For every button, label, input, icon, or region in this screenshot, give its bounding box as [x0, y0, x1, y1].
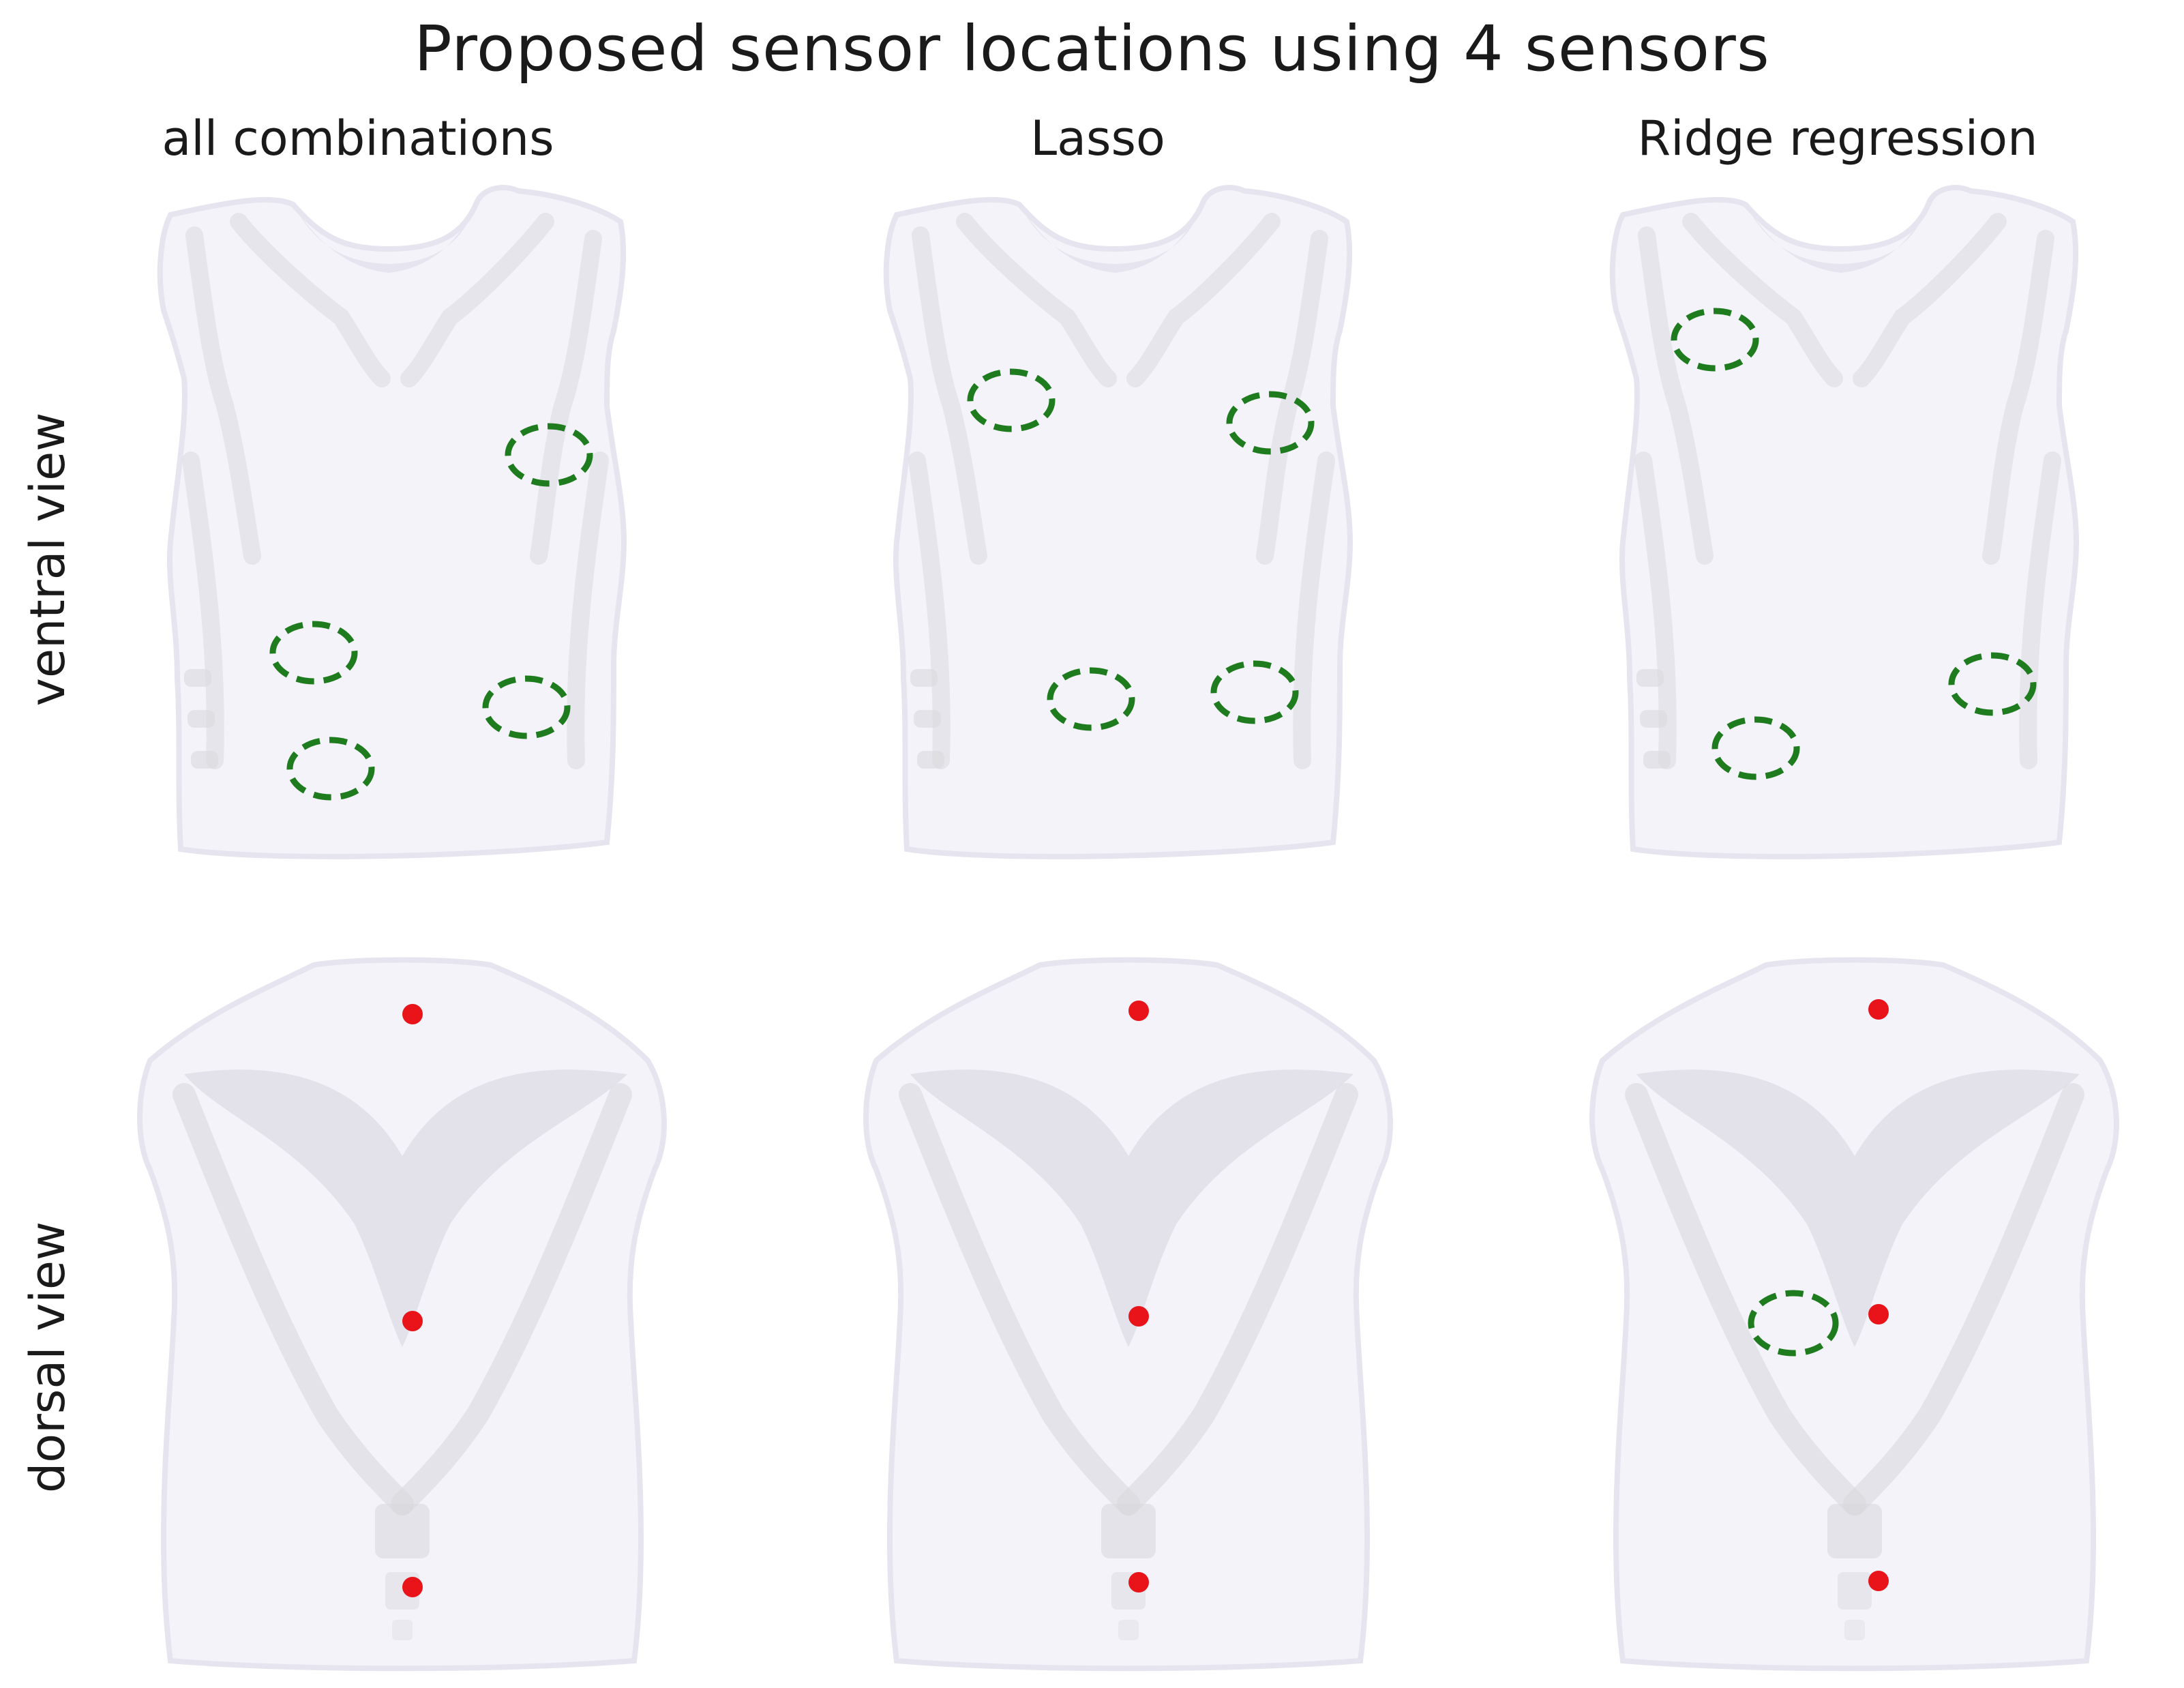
shirt-seam	[956, 213, 1117, 387]
shirt-seam	[567, 451, 609, 769]
dorsal-panel-all-combinations	[68, 938, 723, 1681]
ventral-shirt-ridge-regression	[1609, 185, 2080, 859]
shirt-mesh-panel	[910, 1069, 1353, 1347]
fixed-sensor-dot	[1128, 1001, 1149, 1021]
fixed-sensor-dot	[1868, 1304, 1889, 1324]
fixed-sensor-dot	[402, 1311, 423, 1331]
shirt-seam	[1625, 1083, 1866, 1515]
fixed-sensor-dot	[1128, 1572, 1149, 1593]
shirt-rib-panel	[188, 710, 215, 728]
shirt-rib-panel	[910, 669, 938, 687]
dorsal-panel-ridge-regression	[1521, 938, 2175, 1681]
shirt-spine-panel	[1101, 1504, 1156, 1558]
fixed-sensor-dot	[1868, 999, 1889, 1020]
shirt-body	[883, 185, 1353, 859]
proposed-sensor-marker	[1047, 667, 1135, 731]
shirt-seam	[1256, 230, 1328, 565]
shirt-seam	[908, 451, 951, 769]
shirt-seam	[400, 213, 554, 387]
proposed-sensor-marker	[286, 737, 375, 801]
proposed-sensor-marker	[269, 621, 358, 685]
proposed-sensor-marker	[505, 423, 593, 487]
ventral-shirt-all-combinations	[157, 185, 627, 859]
shirt-spine-panel	[1118, 1620, 1139, 1640]
dorsal-shirt-lasso	[863, 957, 1393, 1672]
fixed-sensor-dot	[1128, 1306, 1149, 1327]
ventral-panel-ridge-regression	[1521, 174, 2175, 897]
fixed-sensor-dot	[402, 1577, 423, 1597]
dorsal-shirt-all-combinations	[137, 957, 667, 1672]
proposed-sensor-marker	[967, 368, 1056, 432]
proposed-sensor-marker	[1948, 652, 2037, 716]
shirt-seam	[1853, 213, 2007, 387]
proposed-sensor-marker	[1671, 308, 1759, 372]
shirt-mesh-panel	[184, 1069, 627, 1347]
ventral-panel-lasso	[794, 174, 1449, 897]
shirt-rib-panel	[914, 710, 941, 728]
shirt-seam	[899, 1083, 1140, 1515]
shirt-body	[863, 957, 1393, 1672]
shirt-seam	[2019, 451, 2061, 769]
shirt-rib-panel	[1640, 710, 1667, 728]
shirt-body	[137, 957, 667, 1672]
shirt-seam	[1634, 451, 1677, 769]
shirt-spine-panel	[1844, 1620, 1865, 1640]
figure-title: Proposed sensor locations using 4 sensor…	[414, 12, 1770, 85]
shirt-seam	[1293, 451, 1335, 769]
shirt-seam	[1982, 230, 2054, 565]
shirt-seam	[182, 451, 224, 769]
dorsal-shirt-ridge-regression	[1589, 957, 2119, 1672]
column-label-ridge-regression: Ridge regression	[1637, 110, 2038, 166]
proposed-sensor-marker	[1226, 391, 1315, 455]
shirt-seam	[1126, 213, 1281, 387]
shirt-seam	[185, 226, 261, 565]
shirt-body	[157, 185, 627, 859]
dorsal-panel-lasso	[794, 938, 1449, 1681]
ventral-panel-all-combinations	[68, 174, 723, 897]
shirt-spine-panel	[1838, 1572, 1872, 1610]
shirt-seam	[173, 1083, 414, 1515]
proposed-sensor-marker	[1711, 716, 1800, 780]
shirt-seam	[1682, 213, 1843, 387]
column-label-lasso: Lasso	[1030, 110, 1165, 166]
shirt-rib-panel	[184, 669, 211, 687]
row-label-dorsal-view: dorsal view	[20, 1221, 76, 1494]
shirt-body	[1609, 185, 2080, 859]
shirt-seam	[530, 230, 602, 565]
shirt-spine-panel	[375, 1504, 430, 1558]
column-label-all-combinations: all combinations	[162, 110, 554, 166]
shirt-mesh-panel	[1636, 1069, 2080, 1347]
shirt-rib-panel	[1643, 751, 1671, 769]
shirt-seam	[912, 226, 987, 565]
shirt-seam	[391, 1083, 632, 1515]
shirt-rib-panel	[191, 751, 218, 769]
shirt-rib-panel	[917, 751, 944, 769]
proposed-sensor-marker	[1748, 1290, 1839, 1357]
fixed-sensor-dot	[1868, 1571, 1889, 1591]
shirt-body	[1589, 957, 2119, 1672]
ventral-shirt-lasso	[883, 185, 1353, 859]
shirt-spine-panel	[1827, 1504, 1882, 1558]
proposed-sensor-marker	[482, 675, 571, 739]
row-label-ventral-view: ventral view	[20, 412, 76, 707]
shirt-spine-panel	[392, 1620, 413, 1640]
shirt-seam	[230, 213, 391, 387]
shirt-seam	[1117, 1083, 1358, 1515]
shirt-rib-panel	[1636, 669, 1664, 687]
fixed-sensor-dot	[402, 1004, 423, 1024]
shirt-seam	[1843, 1083, 2084, 1515]
shirt-seam	[1638, 226, 1714, 565]
proposed-sensor-marker	[1210, 660, 1299, 724]
